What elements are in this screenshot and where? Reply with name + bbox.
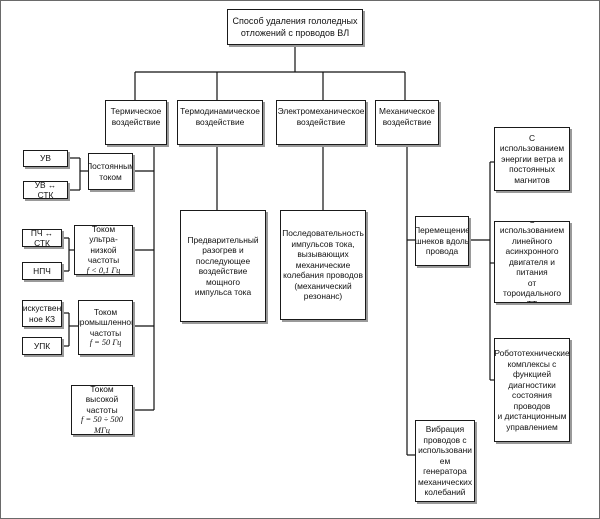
node-infralow-label: Током ультра- низкой частоты	[87, 225, 120, 266]
category-electromechanical-label: Электромеханическое воздействие	[277, 106, 365, 127]
node-constant-current: Постоянным током	[88, 153, 133, 190]
node-upk-label: УПК	[33, 340, 51, 351]
node-auger: Перемещение шнеков вдоль провода	[415, 216, 469, 266]
node-high-freq-label: Током высокой частоты	[85, 385, 119, 415]
node-npch-label: НПЧ	[33, 265, 51, 276]
node-infralow-formula: f < 0,1 Гц	[86, 265, 121, 275]
node-uv-stk: УВ ↔ СТК	[23, 181, 68, 199]
root-label: Способ удаления гололедных отложений с п…	[232, 16, 358, 38]
node-auger-label: Перемещение шнеков вдоль провода	[415, 225, 469, 257]
node-high-freq-formula: f = 50 ÷ 500 МГц	[81, 415, 123, 435]
node-robots-label: Робототехнические комплексы с функцией д…	[494, 348, 570, 432]
node-uv-label: УВ	[40, 153, 51, 164]
category-thermodynamic-label: Термодинамическое воздействие	[180, 106, 260, 127]
node-constant-current-label: Постоянным током	[88, 161, 133, 182]
node-uv: УВ	[23, 150, 68, 167]
node-high-freq: Током высокой частоты f = 50 ÷ 500 МГц	[71, 385, 133, 435]
category-thermal: Термическое воздействие	[105, 100, 167, 145]
node-short-circuit-label: искуствен ное КЗ	[22, 303, 62, 324]
node-short-circuit: искуствен ное КЗ	[22, 300, 62, 327]
root-node: Способ удаления гололедных отложений с п…	[227, 9, 363, 45]
node-uv-stk-label: УВ ↔ СТК	[34, 181, 57, 199]
node-vibration-label: Вибрация проводов с использовани ем гене…	[417, 424, 473, 498]
category-electromechanical: Электромеханическое воздействие	[276, 100, 366, 145]
node-linear-motor: С использованием линейного асинхронного …	[494, 221, 570, 303]
node-upk: УПК	[22, 337, 62, 355]
node-industrial-label: Током промышленной частоты	[78, 306, 133, 338]
node-linear-motor-label: С использованием линейного асинхронного …	[499, 222, 565, 302]
category-thermal-label: Термическое воздействие	[110, 106, 162, 127]
category-mechanical-label: Механическое воздействие	[379, 106, 435, 127]
node-pch-stk: ПЧ ↔ СТК	[22, 229, 62, 247]
node-npch: НПЧ	[22, 262, 62, 280]
node-wind-energy-label: С использованием энергии ветра и постоян…	[499, 132, 565, 185]
node-pulses-label: Последовательность импульсов тока, вызыв…	[282, 228, 364, 302]
node-wind-energy: С использованием энергии ветра и постоян…	[494, 127, 570, 191]
node-pch-stk-label: ПЧ ↔ СТК	[30, 229, 54, 247]
node-pulses: Последовательность импульсов тока, вызыв…	[280, 210, 366, 320]
node-industrial: Током промышленной частоты f = 50 Гц	[78, 300, 133, 355]
category-thermodynamic: Термодинамическое воздействие	[177, 100, 263, 145]
node-robots: Робототехнические комплексы с функцией д…	[494, 338, 570, 442]
category-mechanical: Механическое воздействие	[375, 100, 439, 145]
node-vibration: Вибрация проводов с использовани ем гене…	[415, 420, 475, 502]
node-preheat: Предварительный разогрев и последующее в…	[180, 210, 266, 322]
node-infralow: Током ультра- низкой частоты f < 0,1 Гц	[74, 225, 133, 275]
node-industrial-formula: f = 50 Гц	[89, 338, 122, 347]
node-preheat-label: Предварительный разогрев и последующее в…	[187, 234, 259, 298]
